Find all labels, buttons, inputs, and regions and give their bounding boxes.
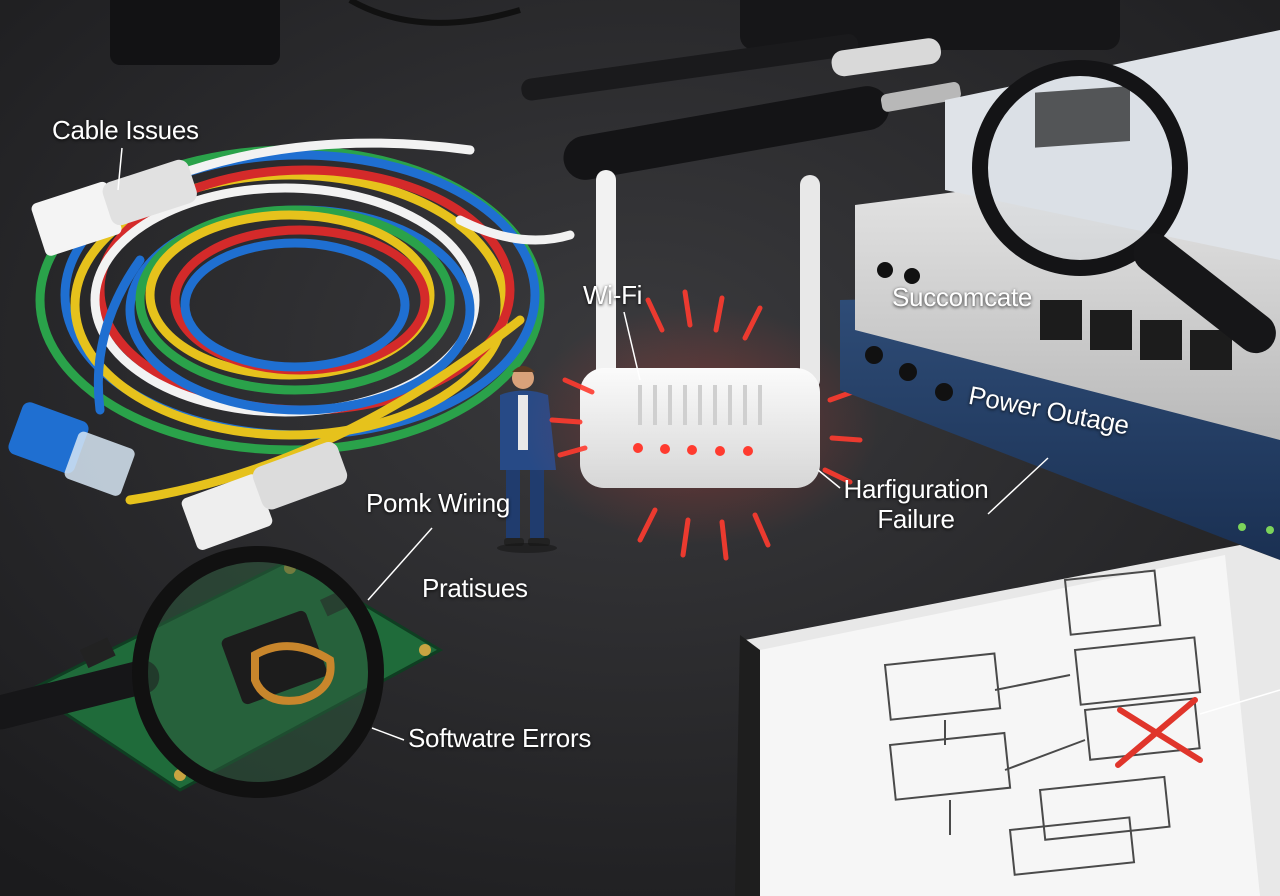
- magnifying-glass-switch: [972, 60, 1276, 354]
- cable-coil: [35, 138, 575, 505]
- rj45-plug-blue: [8, 402, 135, 496]
- cross-mark: [1115, 697, 1203, 768]
- label-harfiguration-line2: Failure: [877, 504, 955, 534]
- background-cable: [348, 0, 521, 26]
- open-manual: [735, 545, 1280, 896]
- background-device: [110, 0, 280, 65]
- label-succomcate: Succomcate: [892, 282, 1033, 312]
- label-harfiguration-line1: Harfiguration: [843, 474, 989, 504]
- label-leader-lines: [117, 147, 1280, 741]
- label-pomk-wiring: Pomk Wiring: [366, 488, 511, 518]
- label-wifi: Wi-Fi: [583, 280, 643, 310]
- label-software-errors: Softwatre Errors: [408, 723, 592, 753]
- label-cable-issues: Cable Issues: [52, 115, 199, 145]
- label-pratisues: Pratisues: [422, 573, 528, 603]
- magnifying-glass-board: [0, 546, 384, 798]
- rj45-plug-top: [31, 159, 197, 256]
- wifi-router: [580, 170, 820, 488]
- label-harfiguration-failure: Harfiguration Failure: [836, 474, 996, 534]
- rj45-plug-bottom: [181, 442, 348, 550]
- network-switch-stack: [840, 30, 1280, 560]
- router-alert-rays: [549, 289, 863, 561]
- screwdriver: [521, 33, 961, 180]
